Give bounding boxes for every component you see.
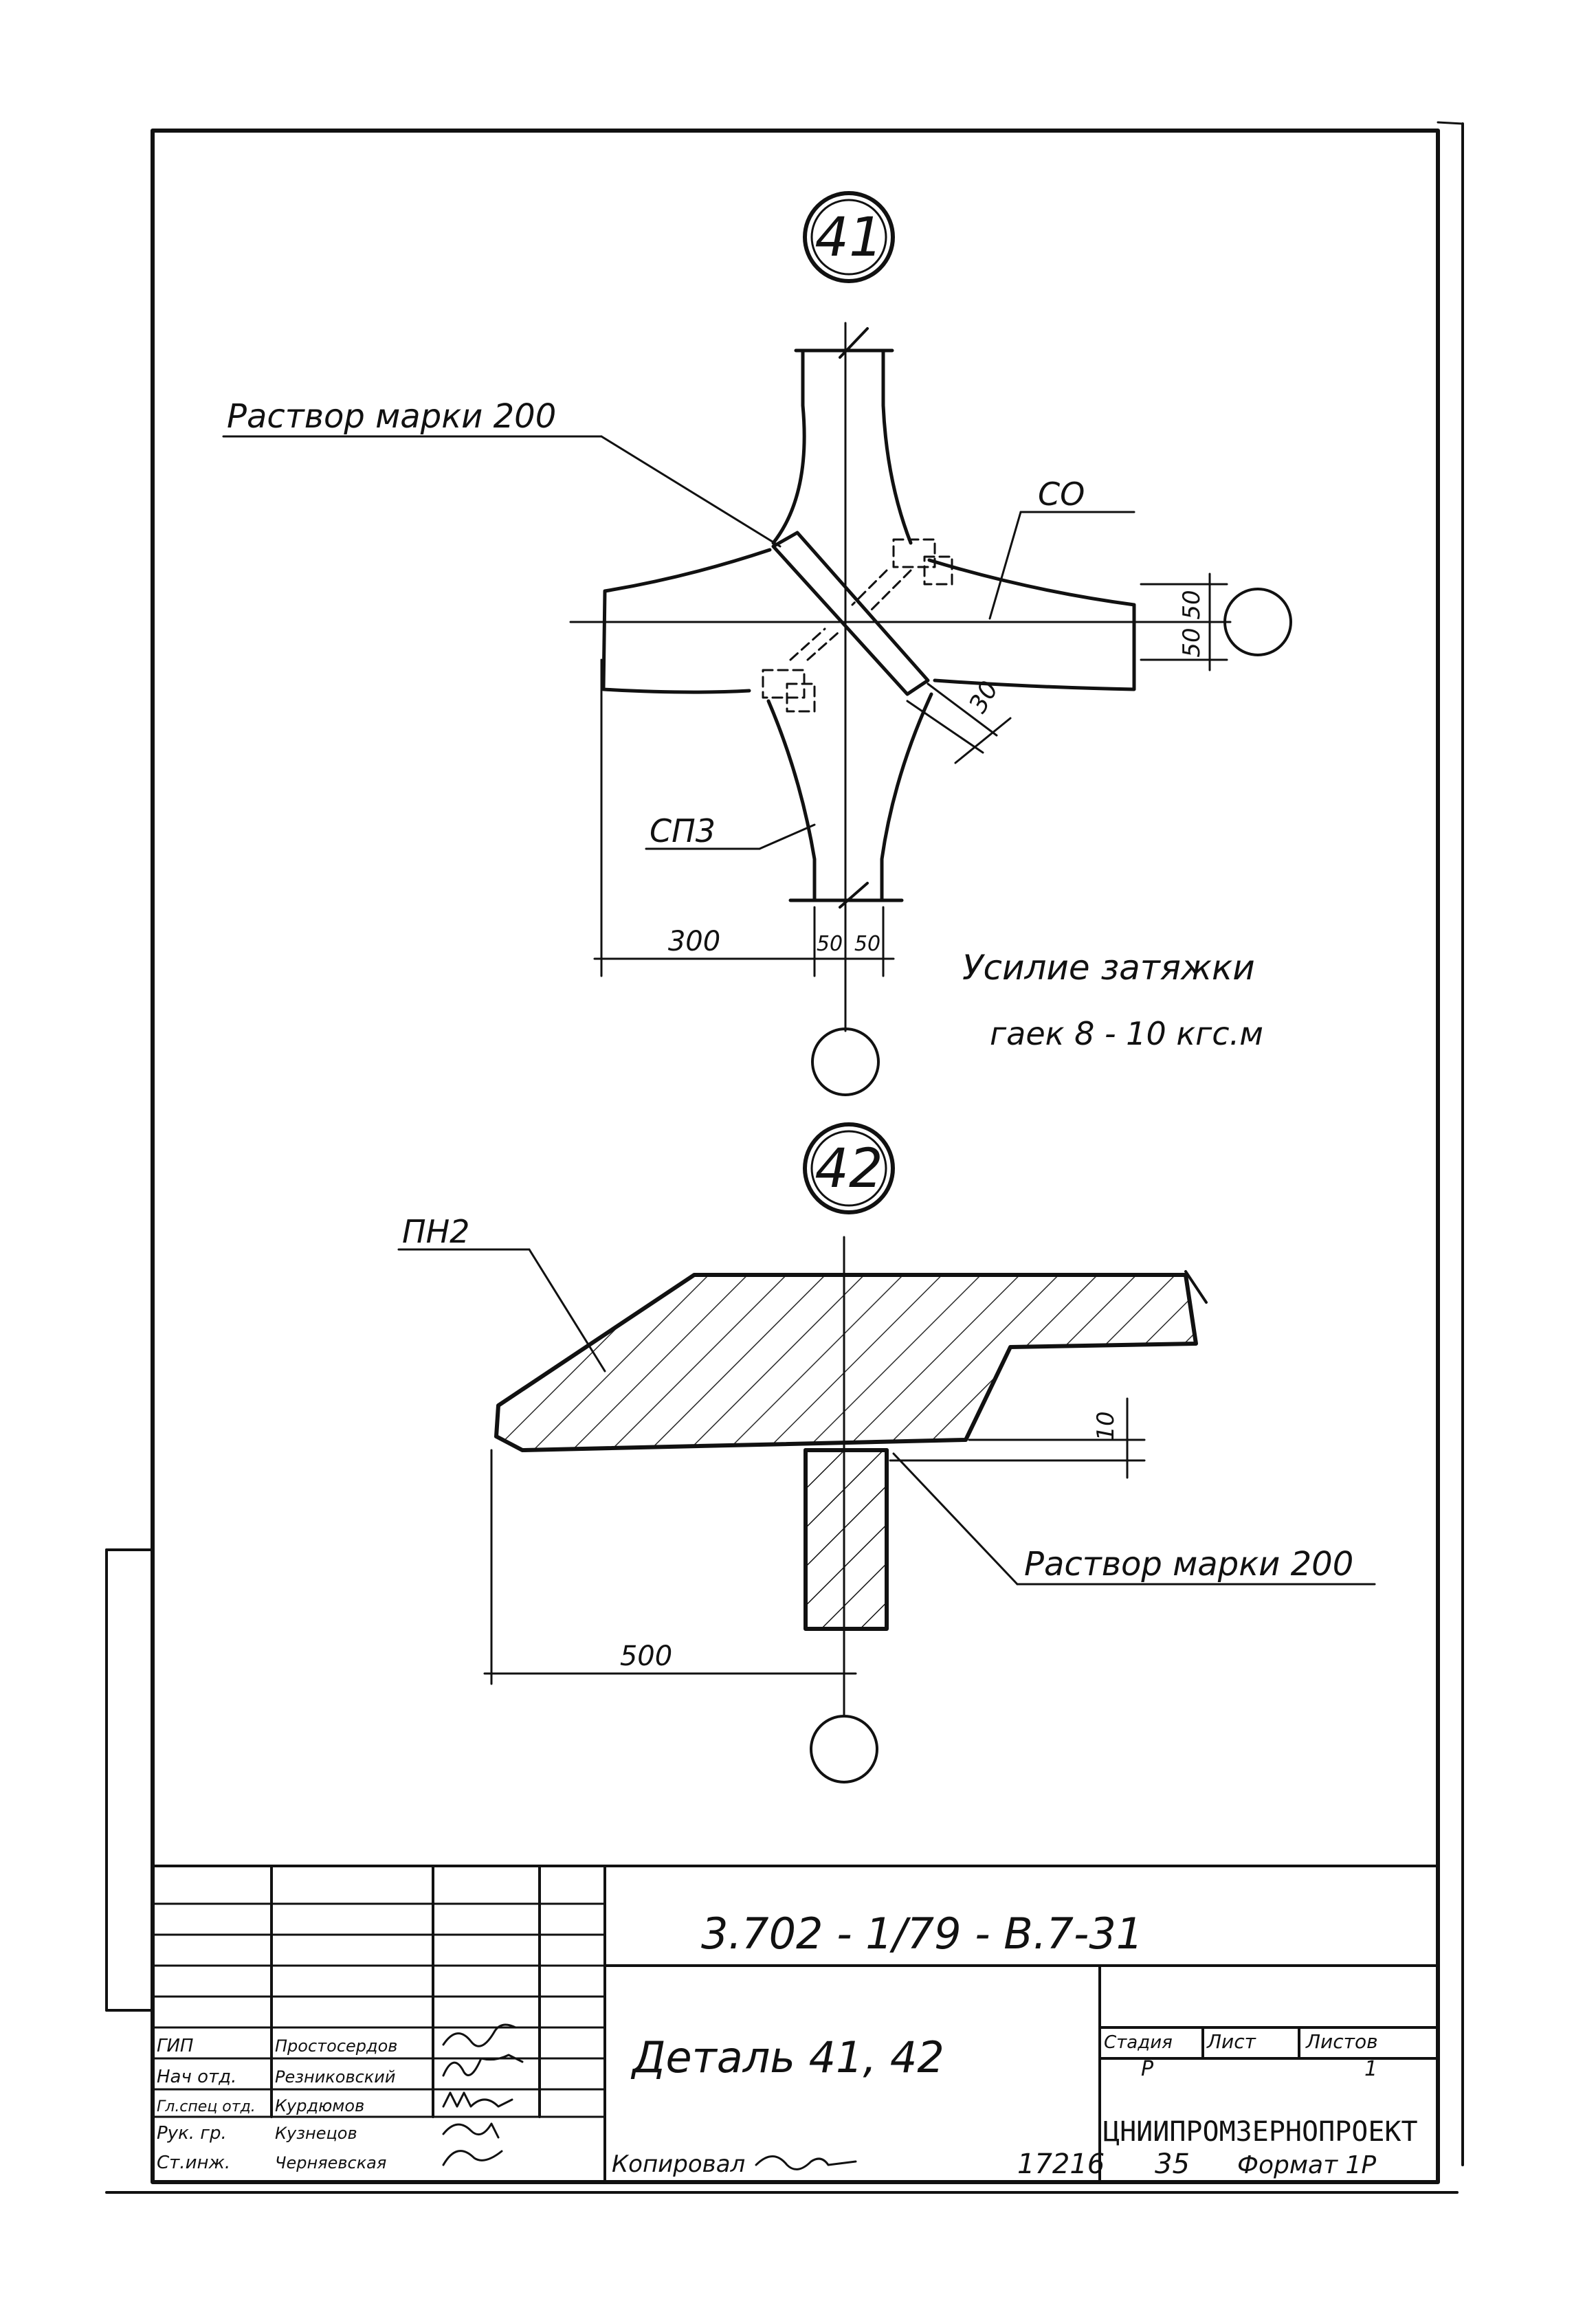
axis-bubble-42 bbox=[810, 1715, 878, 1783]
role-nach-otd: Нач отд. bbox=[157, 2067, 236, 2087]
detail-42-marker-text: 42 bbox=[814, 1138, 883, 1200]
connection-plates bbox=[762, 538, 953, 713]
detail-42: 42 ПН2 10 bbox=[397, 1122, 1376, 1783]
name-reznikovsky: Резниковский bbox=[275, 2067, 396, 2087]
name-chernyaevskaya: Черняевская bbox=[275, 2153, 386, 2172]
footer-copied: Копировал bbox=[612, 2150, 745, 2178]
detail-41-marker-text: 41 bbox=[814, 207, 883, 269]
axis-bubble-right-41 bbox=[1223, 588, 1292, 656]
footer-format: Формат 1Р bbox=[1237, 2151, 1376, 2179]
label-sp3: СП3 bbox=[650, 812, 716, 849]
footer-order: 17216 bbox=[1017, 2148, 1105, 2180]
name-prostoserdov: Простосердов bbox=[275, 2036, 397, 2056]
dim-500 bbox=[483, 1449, 857, 1685]
leader-mortar-41 bbox=[222, 435, 782, 548]
dim-50-bottom-right: 50 bbox=[854, 932, 880, 956]
slab-section bbox=[494, 1270, 1208, 1452]
name-kurdyumov: Курдюмов bbox=[275, 2096, 364, 2115]
detail-41: 41 bbox=[222, 191, 1292, 1096]
leader-co bbox=[988, 511, 1135, 620]
dim-50-right-top: 50 bbox=[1178, 590, 1206, 619]
role-gl-spec: Гл.спец отд. bbox=[157, 2098, 256, 2115]
role-gip: ГИП bbox=[157, 2036, 194, 2056]
leader-mortar-42 bbox=[892, 1452, 1376, 1586]
sheet-header: Лист bbox=[1206, 2030, 1256, 2053]
leader-pn2 bbox=[397, 1248, 606, 1372]
label-mortar-42: Раствор марки 200 bbox=[1024, 1545, 1353, 1583]
axes-41 bbox=[569, 322, 1232, 1032]
name-kuznetsov: Кузнецов bbox=[275, 2124, 357, 2143]
doc-title: Деталь 41, 42 bbox=[630, 2032, 944, 2082]
label-pn2: ПН2 bbox=[402, 1213, 469, 1250]
dim-30-leader bbox=[906, 682, 1012, 764]
dim-300: 300 bbox=[668, 926, 720, 957]
role-ruk-gr: Рук. гр. bbox=[157, 2123, 227, 2144]
label-mortar-41: Раствор марки 200 bbox=[227, 397, 556, 436]
signatures bbox=[442, 2023, 524, 2166]
sheets-header: Листов bbox=[1305, 2030, 1378, 2053]
stage-header: Стадия bbox=[1104, 2032, 1173, 2053]
sheets-value: 1 bbox=[1364, 2057, 1377, 2081]
organization: ЦНИИПРОМЗЕРНОПРОЕКТ bbox=[1103, 2116, 1418, 2148]
dims-bottom-41 bbox=[593, 658, 895, 977]
dim-10 bbox=[889, 1397, 1146, 1479]
footer-number: 35 bbox=[1155, 2148, 1190, 2180]
title-block bbox=[151, 1865, 1439, 2183]
column-outline bbox=[601, 348, 1136, 902]
dims-right-41 bbox=[1140, 573, 1228, 671]
doc-code: 3.702 - 1/79 - В.7-31 bbox=[701, 1909, 1143, 1959]
note-tightening-line2: гаек 8 - 10 кгс.м bbox=[990, 1015, 1263, 1052]
dim-500-text: 500 bbox=[620, 1641, 672, 1672]
axis-bubble-bottom-41 bbox=[811, 1027, 880, 1096]
label-co: СО bbox=[1038, 476, 1085, 513]
copier-signature bbox=[755, 2155, 857, 2170]
detail-42-marker: 42 bbox=[803, 1122, 895, 1214]
detail-41-marker: 41 bbox=[803, 191, 895, 283]
dim-50-right-bottom: 50 bbox=[1178, 627, 1206, 657]
dim-50-bottom-left: 50 bbox=[817, 932, 843, 956]
leader-sp3 bbox=[645, 823, 816, 850]
dim-10-text: 10 bbox=[1092, 1411, 1120, 1441]
column-section bbox=[803, 1448, 889, 1631]
note-tightening-line1: Усилие затяжки bbox=[962, 948, 1255, 988]
role-st-inzh: Ст.инж. bbox=[157, 2153, 230, 2173]
mortar-strip-41 bbox=[771, 531, 930, 696]
stage-value: Р bbox=[1141, 2057, 1154, 2081]
